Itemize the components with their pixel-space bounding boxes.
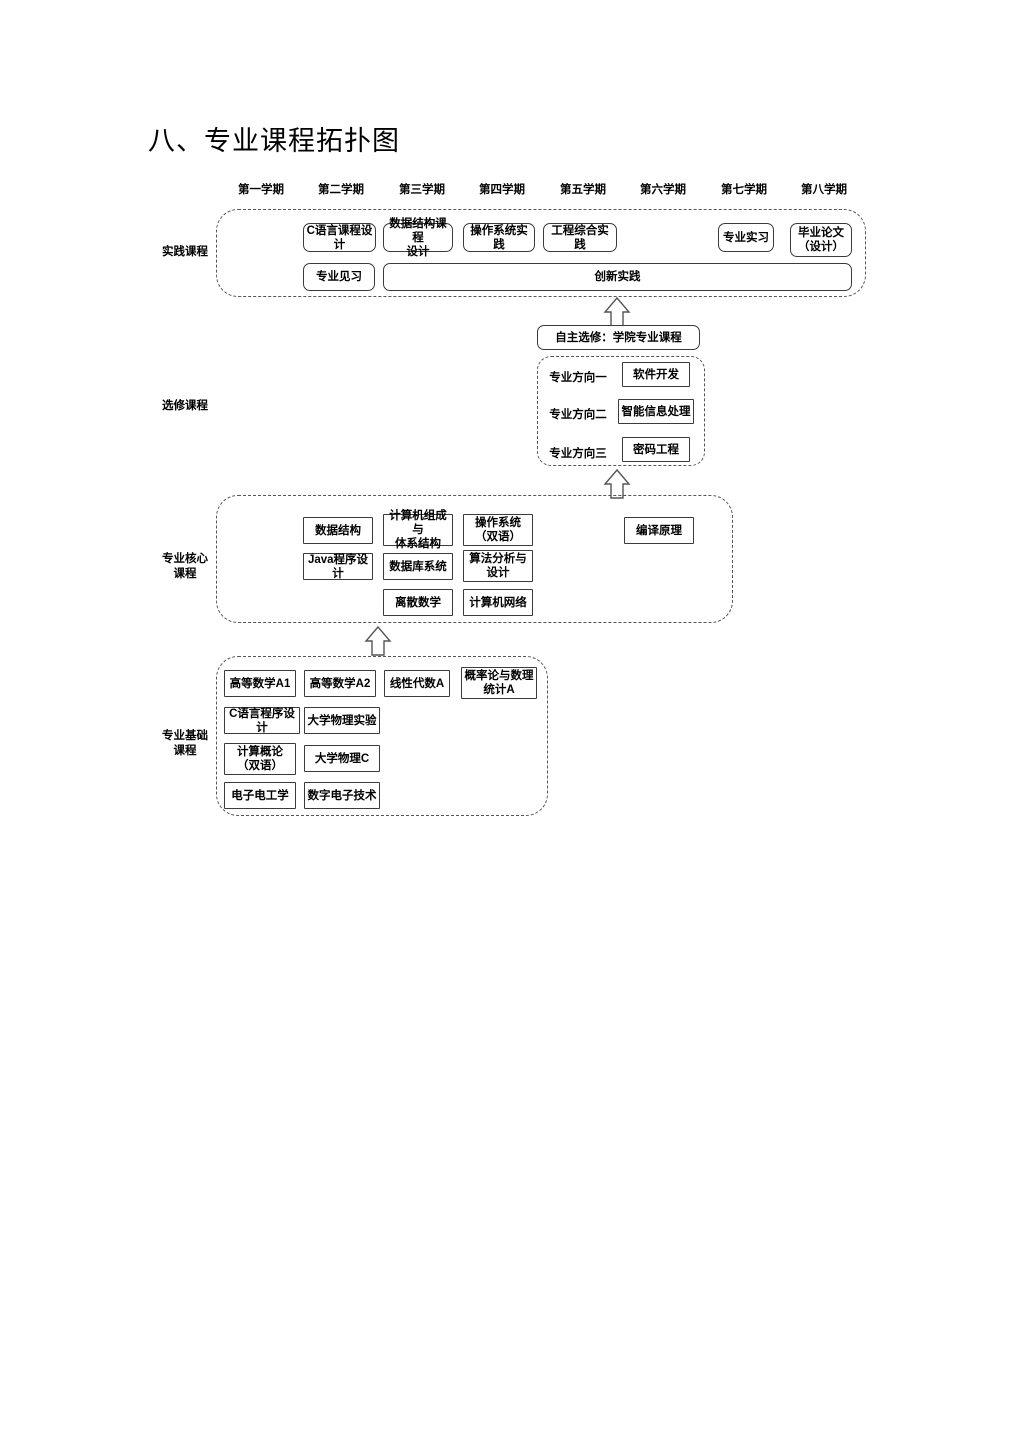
semester-header-3: 第三学期 — [399, 184, 445, 196]
course-box-java-programming[interactable]: Java程序设计 — [303, 553, 373, 580]
elective-header-box[interactable]: 自主选修：学院专业课程 — [537, 325, 700, 350]
course-box-c-language-design[interactable]: C语言课程设计 — [303, 223, 376, 252]
course-box-linear-algebra-a[interactable]: 线性代数A — [384, 670, 450, 697]
semester-header-8: 第八学期 — [801, 184, 847, 196]
semester-header-2: 第二学期 — [318, 184, 364, 196]
course-box-advanced-math-a1[interactable]: 高等数学A1 — [224, 670, 296, 697]
band-label-elective: 选修课程 — [162, 400, 208, 412]
course-box-professional-observation[interactable]: 专业见习 — [303, 263, 375, 291]
arrow-up-elective-to-practice — [602, 296, 632, 328]
course-box-university-physics-c[interactable]: 大学物理C — [304, 745, 380, 772]
course-box-discrete-mathematics[interactable]: 离散数学 — [383, 589, 453, 616]
elective-group-container — [537, 356, 705, 466]
course-box-engineering-practice[interactable]: 工程综合实践 — [543, 223, 617, 252]
course-box-software-development[interactable]: 软件开发 — [622, 362, 690, 387]
course-box-digital-electronics[interactable]: 数字电子技术 — [304, 782, 380, 809]
course-box-c-language-programming[interactable]: C语言程序设计 — [224, 707, 300, 734]
core-group-container — [216, 495, 733, 623]
course-box-innovation-practice[interactable]: 创新实践 — [383, 263, 852, 291]
semester-header-1: 第一学期 — [238, 184, 284, 196]
course-box-operating-system[interactable]: 操作系统 （双语） — [463, 514, 533, 546]
practice-group-container — [216, 209, 866, 297]
course-box-computer-network[interactable]: 计算机网络 — [463, 589, 533, 616]
course-box-data-structure-design[interactable]: 数据结构课程 设计 — [383, 218, 453, 258]
arrow-up-core-to-elective — [602, 468, 632, 500]
course-box-computer-organization[interactable]: 计算机组成与 体系结构 — [383, 510, 453, 550]
course-box-compiler-principles[interactable]: 编译原理 — [624, 517, 694, 544]
direction-label-2: 专业方向二 — [549, 409, 607, 421]
semester-header-6: 第六学期 — [640, 184, 686, 196]
arrow-up-basic-to-core — [363, 625, 393, 657]
course-box-intelligent-info-processing[interactable]: 智能信息处理 — [618, 399, 694, 424]
basic-group-container — [216, 656, 548, 816]
direction-label-1: 专业方向一 — [549, 372, 607, 384]
band-label-practice: 实践课程 — [162, 246, 208, 258]
semester-header-4: 第四学期 — [479, 184, 525, 196]
page-title: 八、专业课程拓扑图 — [148, 126, 400, 156]
course-box-probability-statistics-a[interactable]: 概率论与数理 统计A — [461, 667, 537, 699]
semester-header-7: 第七学期 — [721, 184, 767, 196]
course-box-os-practice[interactable]: 操作系统实践 — [463, 223, 535, 252]
course-box-university-physics-experiment[interactable]: 大学物理实验 — [304, 707, 380, 734]
band-label-basic: 专业基础 课程 — [162, 730, 208, 757]
course-box-computing-introduction[interactable]: 计算概论 （双语） — [224, 743, 296, 775]
course-box-data-structure[interactable]: 数据结构 — [303, 517, 373, 544]
course-box-professional-internship[interactable]: 专业实习 — [718, 223, 774, 252]
course-box-algorithm-analysis[interactable]: 算法分析与 设计 — [463, 550, 533, 582]
course-box-graduation-thesis[interactable]: 毕业论文 （设计） — [790, 223, 852, 257]
course-box-electronic-electrical[interactable]: 电子电工学 — [224, 782, 296, 809]
course-box-cryptography-engineering[interactable]: 密码工程 — [622, 437, 690, 462]
band-label-core: 专业核心 课程 — [162, 553, 208, 580]
direction-label-3: 专业方向三 — [549, 448, 607, 460]
course-box-advanced-math-a2[interactable]: 高等数学A2 — [304, 670, 376, 697]
course-box-database-system[interactable]: 数据库系统 — [383, 553, 453, 580]
semester-header-5: 第五学期 — [560, 184, 606, 196]
